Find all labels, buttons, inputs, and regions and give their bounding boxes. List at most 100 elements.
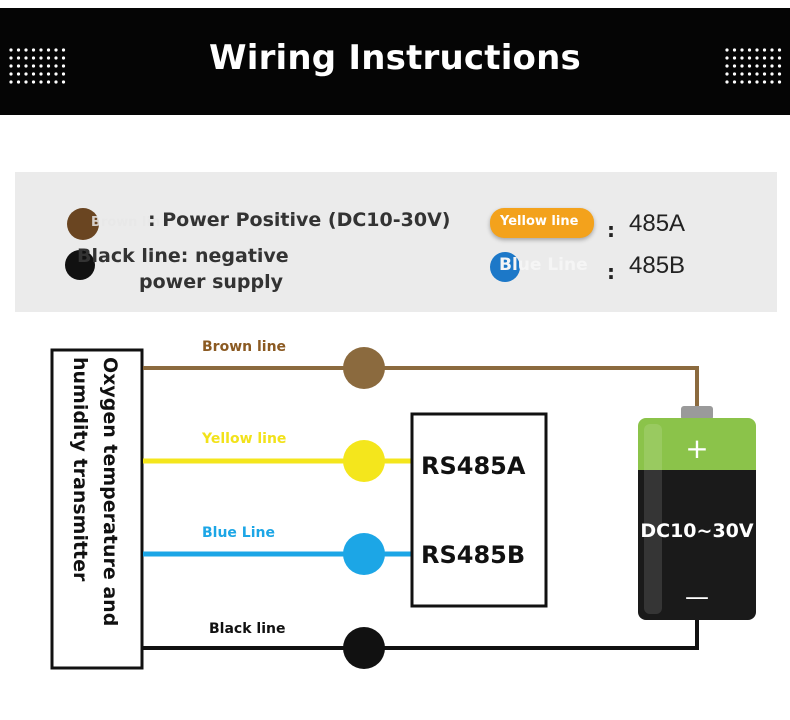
header-dot <box>24 72 28 76</box>
header-dot <box>54 72 58 76</box>
blue-wire-label: Blue Line <box>202 525 275 541</box>
header-dot <box>31 72 36 76</box>
battery-plus-label: + <box>685 432 708 465</box>
header-dot <box>24 64 28 68</box>
header-dot <box>46 56 51 60</box>
header-dot <box>16 56 21 60</box>
header-dot <box>762 80 767 84</box>
header-dot <box>747 56 752 60</box>
blue-line-pill: Blue Line <box>499 255 588 275</box>
header-dot <box>770 72 774 76</box>
header-dot <box>725 72 729 76</box>
header-dot <box>9 48 13 52</box>
header-dot <box>9 72 13 76</box>
header-dot <box>747 64 752 68</box>
header-dot <box>762 56 767 60</box>
header-dot <box>732 80 737 84</box>
battery-voltage-label: DC10~30V <box>640 520 754 542</box>
header-dot <box>61 80 66 84</box>
header-dot <box>54 64 58 68</box>
header-dot <box>46 48 51 52</box>
header-dot <box>747 48 752 52</box>
blue-colon: : <box>607 260 615 284</box>
header-dot <box>747 80 752 84</box>
header-dot <box>777 64 782 68</box>
battery-icon <box>638 406 756 620</box>
brown-pill-label: Brown lin <box>91 215 161 230</box>
header-dot <box>732 64 737 68</box>
header-dot <box>9 80 13 84</box>
header-dot <box>24 48 28 52</box>
header-dot <box>39 48 43 52</box>
black-line-description: Black line: negative <box>77 245 289 267</box>
rs485-box <box>410 412 548 608</box>
header-dot <box>777 48 782 52</box>
header-dot <box>755 48 759 52</box>
header-dot <box>755 56 759 60</box>
header-dot <box>16 72 21 76</box>
header-dot <box>777 72 782 76</box>
header-dot <box>54 80 58 84</box>
header-dot <box>61 48 66 52</box>
header-banner: Wiring Instructions <box>0 8 790 115</box>
header-dot <box>740 72 744 76</box>
header-dot <box>777 80 782 84</box>
header-dot <box>9 64 13 68</box>
header-dot <box>46 64 51 68</box>
header-dot <box>755 72 759 76</box>
brown-wire-label: Brown line <box>202 339 286 355</box>
header-dot <box>762 72 767 76</box>
header-dot <box>16 64 21 68</box>
header-dot <box>762 64 767 68</box>
transmitter-label-line1: Oxygen temperature and <box>99 357 121 626</box>
header-dot <box>39 64 43 68</box>
black-dot-icon <box>65 250 95 280</box>
header-dot <box>777 56 782 60</box>
header-dot <box>770 80 774 84</box>
header-dot <box>31 48 36 52</box>
header-dot <box>39 72 43 76</box>
header-dot <box>732 72 737 76</box>
yellow-wire-label: Yellow line <box>201 431 286 447</box>
header-dot <box>740 80 744 84</box>
black-wire-label: Black line <box>209 621 285 637</box>
header-dot <box>61 64 66 68</box>
header-dot <box>16 48 21 52</box>
black-line-description-cont: power supply <box>139 271 284 293</box>
header-dot <box>725 56 729 60</box>
header-dot <box>725 80 729 84</box>
header-dot <box>54 48 58 52</box>
header-dot <box>39 56 43 60</box>
brown-dot-icon <box>67 208 99 240</box>
header-dot <box>762 48 767 52</box>
black-terminal-dot <box>343 627 385 669</box>
page-title: Wiring Instructions <box>209 38 581 78</box>
header-dot <box>46 80 51 84</box>
header-dot <box>31 64 36 68</box>
black-wire <box>143 620 699 650</box>
header-dot <box>740 56 744 60</box>
dot-grid-right-icon <box>725 48 782 84</box>
blue-terminal-dot <box>343 533 385 575</box>
header-dot <box>16 80 21 84</box>
dot-grid-left-icon <box>9 48 66 84</box>
header-dot <box>732 48 737 52</box>
header-dot <box>24 56 28 60</box>
blue-dot-icon <box>490 252 520 282</box>
header-dot <box>732 56 737 60</box>
blue-line-value: 485B <box>629 252 686 279</box>
header-dot <box>39 80 43 84</box>
battery-minus-label: — <box>685 583 709 611</box>
header-dot <box>755 64 759 68</box>
header-dot <box>747 72 752 76</box>
header-dot <box>31 56 36 60</box>
header-dot <box>31 80 36 84</box>
header-dot <box>61 72 66 76</box>
header-dot <box>24 80 28 84</box>
header-dot <box>770 64 774 68</box>
rs485b-label: RS485B <box>421 541 525 569</box>
yellow-line-value: 485A <box>629 210 686 237</box>
yellow-terminal-dot <box>343 440 385 482</box>
transmitter-box <box>50 348 144 670</box>
header-dot <box>725 64 729 68</box>
